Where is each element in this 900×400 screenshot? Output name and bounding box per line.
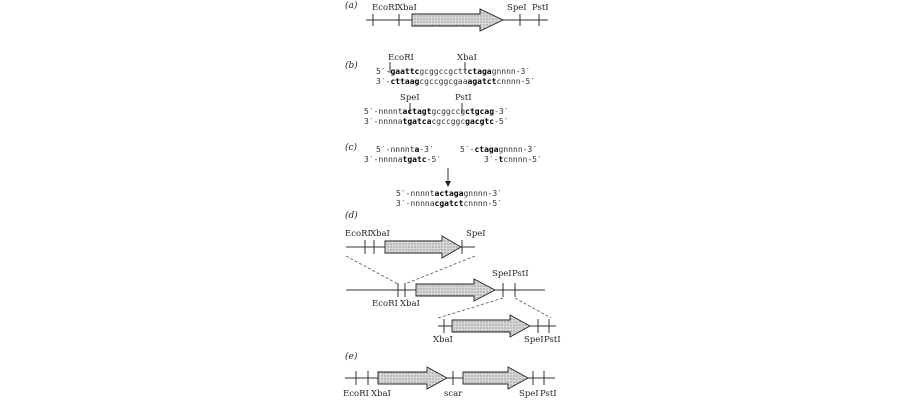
suffix-psti-label: PstI bbox=[455, 93, 472, 103]
panel-b: (b) EcoRI XbaI 5′-gaattcgcggccgcttctagag… bbox=[345, 53, 535, 126]
e-scar-label: scar bbox=[444, 389, 463, 399]
panel-b-label: (b) bbox=[345, 60, 358, 71]
e-psti-label: PstI bbox=[540, 389, 557, 399]
part-arrow bbox=[411, 8, 505, 32]
prefix-top-strand: 5′-gaattcgcggccgcttctagagnnnn-3′ bbox=[376, 67, 530, 76]
ecori-label: EcoRI bbox=[372, 3, 398, 13]
d3-part-arrow bbox=[451, 314, 531, 338]
e-part2-arrow bbox=[462, 366, 529, 390]
spei-label: SpeI bbox=[507, 3, 527, 13]
panel-e-label: (e) bbox=[345, 351, 358, 362]
d2-ecori-label: EcoRI bbox=[372, 299, 398, 309]
d-guide-3 bbox=[437, 297, 504, 319]
ligated-bottom-strand: 3′-nnnnacgatctcnnnn-5′ bbox=[396, 199, 502, 208]
spei-end-bottom: 3′-nnnnatgatc-5′ bbox=[364, 155, 441, 164]
d-guide-2 bbox=[404, 255, 476, 285]
d1-xbai-label: XbaI bbox=[370, 229, 390, 239]
d-guide-1 bbox=[345, 255, 399, 285]
d2-spei-label: SpeI bbox=[492, 269, 512, 279]
panel-c-label: (c) bbox=[345, 142, 358, 153]
e-ecori-label: EcoRI bbox=[343, 389, 369, 399]
xbai-label: XbaI bbox=[397, 3, 417, 13]
d-guide-4 bbox=[514, 297, 552, 319]
ligated-top-strand: 5′-nnnntactagagnnnn-3′ bbox=[396, 189, 502, 198]
d2-xbai-label: XbaI bbox=[400, 299, 420, 309]
suffix-spei-label: SpeI bbox=[400, 93, 420, 103]
spei-end-top: 5′-nnnnta-3′ bbox=[376, 145, 434, 154]
prefix-bottom-strand: 3′-cttaagcgccggcgaaagatctcnnnn-5′ bbox=[376, 77, 535, 86]
xbai-end-bottom: 3′-tcnnnn-5′ bbox=[484, 155, 542, 164]
prefix-ecori-label: EcoRI bbox=[388, 53, 414, 63]
d1-part-arrow bbox=[384, 235, 462, 259]
d2-part-arrow bbox=[415, 278, 496, 302]
suffix-top-strand: 5′-nnnntactagtgcggccgctgcag-3′ bbox=[364, 107, 509, 116]
d2-psti-label: PstI bbox=[512, 269, 529, 279]
suffix-bottom-strand: 3′-nnnnatgatcacgccggcgacgtc-5′ bbox=[364, 117, 509, 126]
d1-ecori-label: EcoRI bbox=[345, 229, 371, 239]
panel-e: (e) EcoRI XbaI scar SpeI PstI bbox=[343, 351, 557, 399]
xbai-end-top: 5′-ctagagnnnn-3′ bbox=[460, 145, 537, 154]
d1-spei-label: SpeI bbox=[466, 229, 486, 239]
d3-xbai-label: XbaI bbox=[433, 335, 453, 345]
d3-spei-label: SpeI bbox=[524, 335, 544, 345]
panel-d: (d) EcoRI XbaI SpeI SpeI PstI EcoRI XbaI bbox=[345, 210, 561, 345]
e-xbai-label: XbaI bbox=[371, 389, 391, 399]
e-part1-arrow bbox=[377, 366, 448, 390]
panel-a: (a) EcoRI XbaI SpeI PstI bbox=[345, 0, 549, 32]
psti-label: PstI bbox=[532, 3, 549, 13]
panel-d-label: (d) bbox=[345, 210, 358, 221]
prefix-xbai-label: XbaI bbox=[457, 53, 477, 63]
e-spei-label: SpeI bbox=[519, 389, 539, 399]
d3-psti-label: PstI bbox=[544, 335, 561, 345]
panel-a-label: (a) bbox=[345, 0, 358, 11]
panel-c: (c) 5′-nnnnta-3′ 3′-nnnnatgatc-5′ 5′-cta… bbox=[345, 142, 542, 208]
